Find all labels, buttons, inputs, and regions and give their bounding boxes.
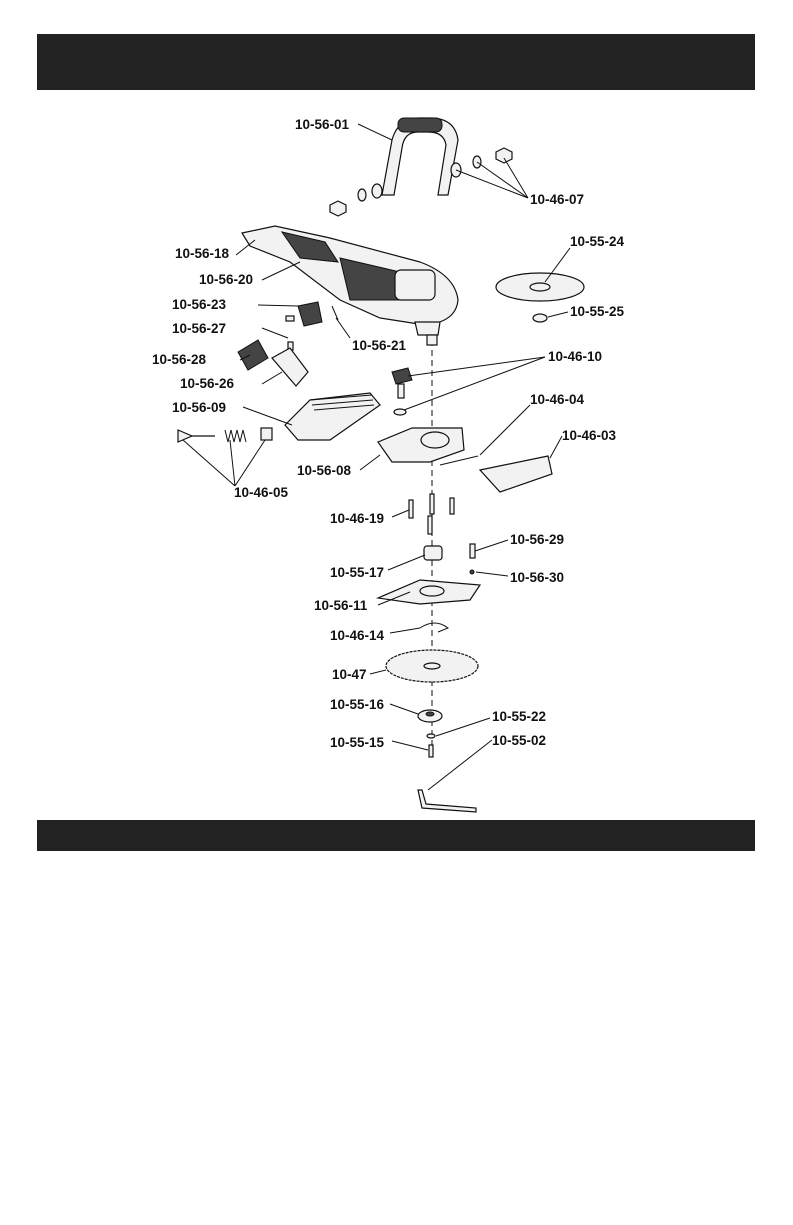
flange (418, 710, 442, 722)
label-10-56-01: 10-56-01 (295, 117, 350, 132)
label-10-56-30: 10-56-30 (510, 570, 564, 585)
label-10-55-17: 10-55-17 (330, 565, 384, 580)
label-10-56-29: 10-56-29 (510, 532, 564, 547)
label-10-46-03: 10-46-03 (562, 428, 617, 443)
label-10-55-02: 10-55-02 (492, 733, 546, 748)
grinder-body (242, 226, 458, 345)
extraction-guide (285, 393, 380, 440)
label-10-56-27: 10-56-27 (172, 321, 226, 336)
footer-bar (37, 820, 755, 851)
saw-blade (386, 650, 478, 682)
handle-bolts (330, 148, 512, 216)
wing-bolt-assembly (178, 428, 272, 442)
flange-nut (533, 314, 547, 322)
blade-guard (378, 428, 464, 462)
guide-bracket (480, 456, 552, 492)
base-plate (378, 580, 480, 604)
locating-pin (470, 544, 475, 558)
circlip (420, 623, 448, 632)
sanding-disc (496, 273, 584, 301)
label-10-56-26: 10-56-26 (180, 376, 235, 391)
label-10-47: 10-47 (332, 667, 367, 682)
label-10-55-15: 10-55-15 (330, 735, 385, 750)
label-10-56-21: 10-56-21 (352, 338, 407, 353)
label-10-55-22: 10-55-22 (492, 709, 546, 724)
label-10-56-18: 10-56-18 (175, 246, 230, 261)
label-10-46-10: 10-46-10 (548, 349, 602, 364)
spring-wire (440, 456, 478, 465)
label-10-56-28: 10-56-28 (152, 352, 207, 367)
label-10-56-09: 10-56-09 (172, 400, 226, 415)
screws (409, 494, 454, 534)
label-10-46-14: 10-46-14 (330, 628, 385, 643)
bushing (424, 546, 442, 560)
hex-key (418, 790, 476, 812)
label-10-46-04: 10-46-04 (530, 392, 585, 407)
label-10-56-11: 10-56-11 (314, 598, 368, 613)
label-10-55-24: 10-55-24 (570, 234, 625, 249)
label-10-46-05: 10-46-05 (234, 485, 289, 500)
exploded-parts-diagram: 10-56-01 10-46-07 10-56-18 10-56-20 10-5… (0, 0, 793, 820)
side-handle (382, 118, 458, 195)
label-10-46-19: 10-46-19 (330, 511, 384, 526)
washer (427, 734, 435, 738)
switch-parts (238, 302, 338, 386)
label-10-56-20: 10-56-20 (199, 272, 253, 287)
label-10-56-23: 10-56-23 (172, 297, 227, 312)
label-10-56-08: 10-56-08 (297, 463, 352, 478)
label-10-55-25: 10-55-25 (570, 304, 625, 319)
label-10-55-16: 10-55-16 (330, 697, 385, 712)
label-10-46-07: 10-46-07 (530, 192, 584, 207)
small-ball (470, 570, 474, 574)
flange-screw (429, 745, 433, 757)
leader-lines (183, 124, 570, 790)
